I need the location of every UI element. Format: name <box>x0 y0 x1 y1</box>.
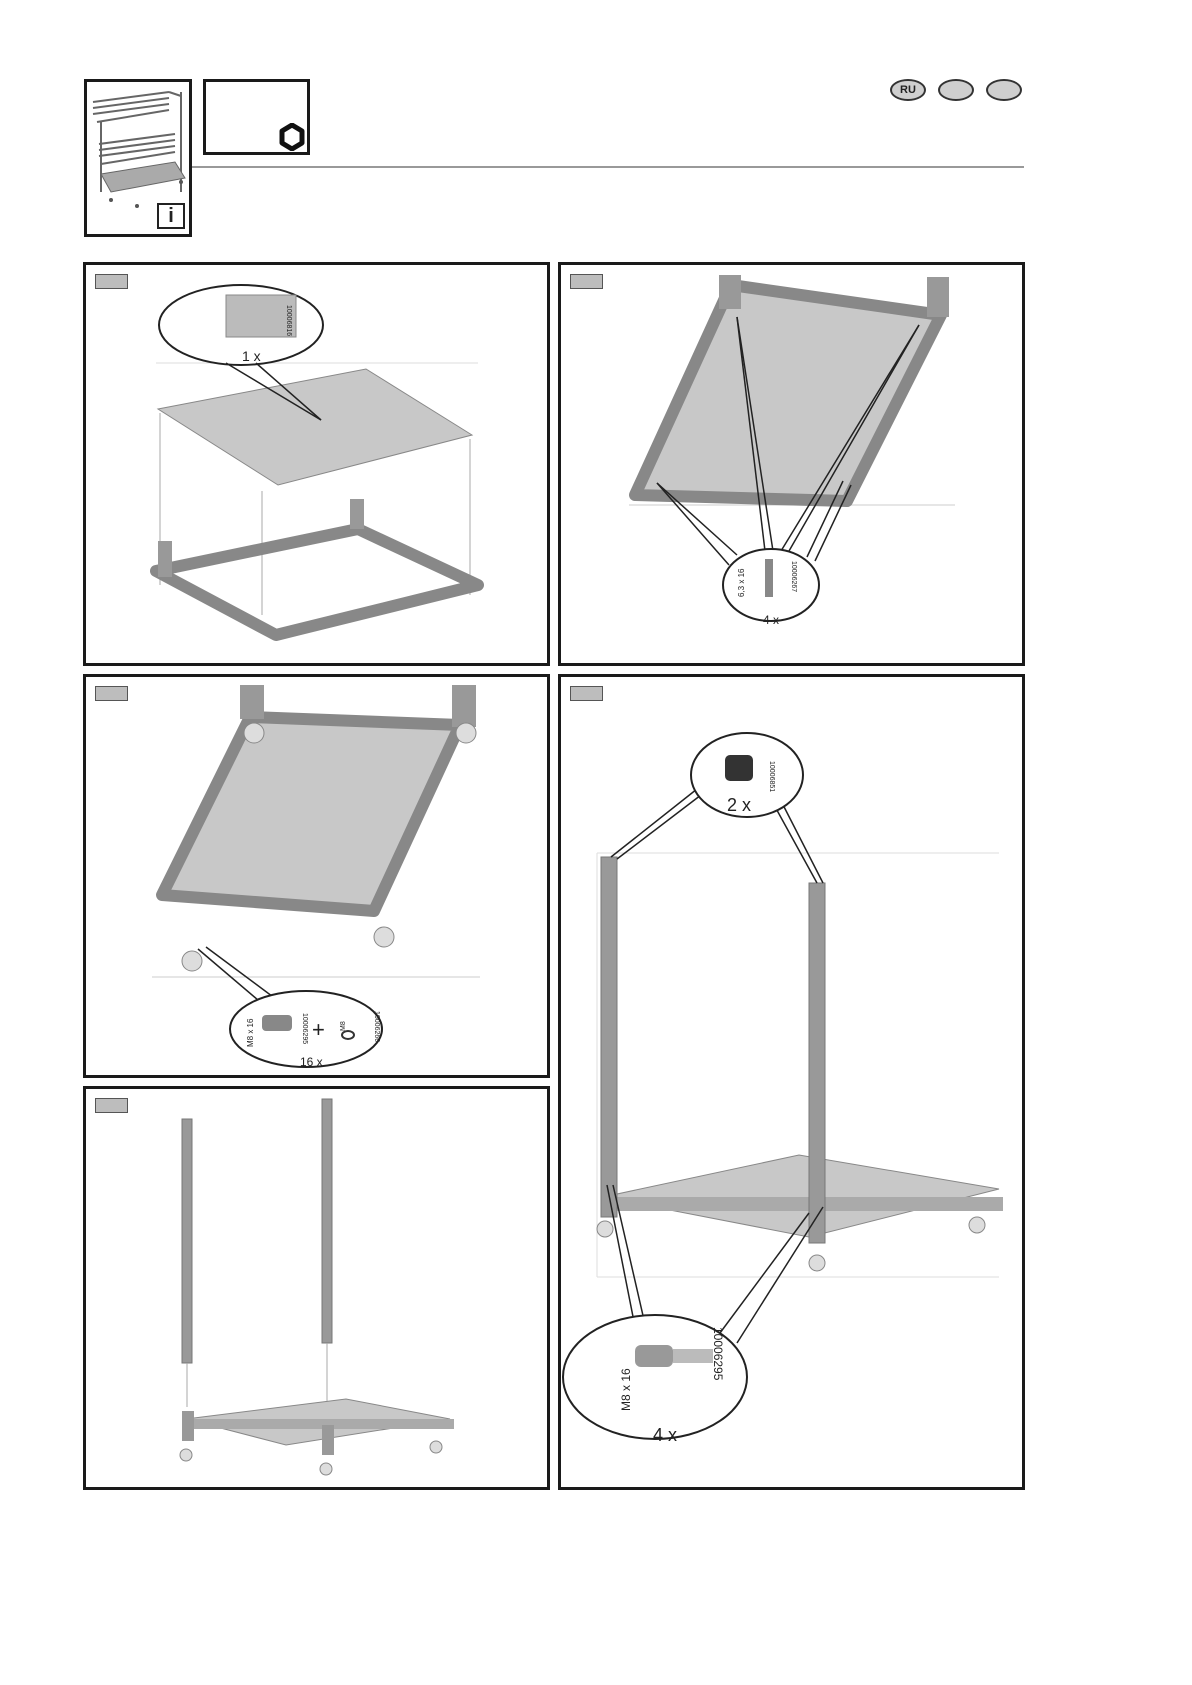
header-rule <box>192 166 1024 168</box>
step-2-illustration <box>561 265 1022 663</box>
step-3-illustration: + <box>86 677 547 1075</box>
language-badge-ru: RU <box>890 79 926 101</box>
svg-text:+: + <box>312 1017 325 1042</box>
callout-size: 6,3 x 16 <box>737 569 746 597</box>
step-4-illustration <box>561 677 1022 1487</box>
callout-qty-2: 4 x <box>653 1425 677 1446</box>
callout-qty: 4 x <box>763 613 779 627</box>
tool-box <box>203 79 310 155</box>
callout-size-2: M8 x 16 <box>619 1368 633 1411</box>
step-panel-6 <box>83 1086 550 1490</box>
language-badge-2 <box>938 79 974 101</box>
callout-qty: 16 x <box>300 1055 323 1069</box>
info-icon: i <box>157 203 185 229</box>
step-panel-4: 10006851 2 x M8 x 16 10006295 4 x <box>558 674 1025 1490</box>
step-panel-3: + M8 x 16 10006295 M8 10006266 16 x <box>83 674 550 1078</box>
step-panel-1: 1 x 10006816 <box>83 262 550 666</box>
callout-part-number: 10006816 <box>285 305 292 336</box>
hex-key-icon <box>278 123 306 151</box>
callout-size: M8 x 16 <box>246 1019 255 1047</box>
callout-part-number: 10006267 <box>790 561 797 592</box>
step-1-illustration <box>86 265 547 663</box>
language-badge-3 <box>986 79 1022 101</box>
product-thumbnail: i <box>84 79 192 237</box>
callout-qty: 1 x <box>242 348 261 364</box>
step-5-illustration <box>86 1089 547 1487</box>
callout-washer-part-number: 10006266 <box>373 1011 380 1042</box>
step-panel-2: 6,3 x 16 10006267 4 x <box>558 262 1025 666</box>
callout-part-number: 10006295 <box>301 1013 308 1044</box>
callout-part-number: 10006851 <box>768 761 775 792</box>
callout-part-number-2: 10006295 <box>711 1327 725 1380</box>
callout-qty: 2 x <box>727 795 751 816</box>
callout-washer-size: M8 <box>340 1021 347 1031</box>
